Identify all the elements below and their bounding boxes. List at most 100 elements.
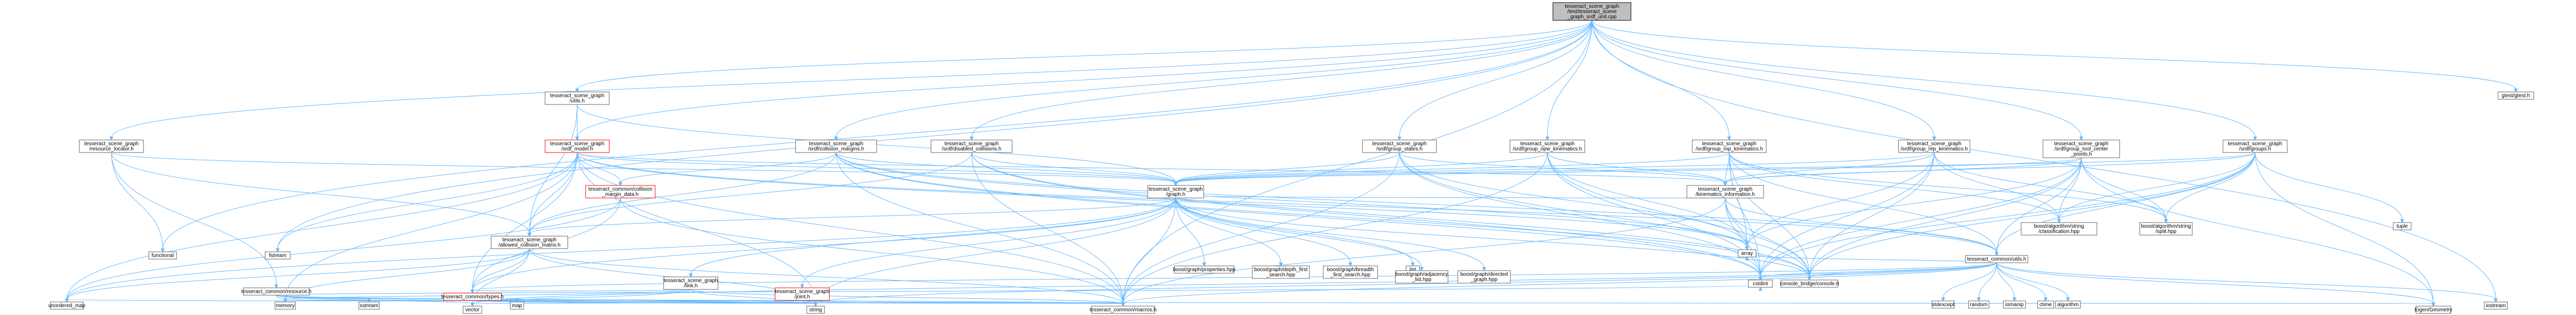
node-eigen[interactable]: Eigen/Geometry xyxy=(2415,306,2452,314)
node-label: /test/tesseract_scene xyxy=(1567,9,1617,15)
edge-cutils-iomanip xyxy=(1996,262,2017,302)
edge-kininfo-cstdint xyxy=(1724,197,1763,281)
node-box xyxy=(2037,300,2054,309)
node-ctypes[interactable]: tesseract_common/types.h xyxy=(441,293,504,301)
edge-graph-props xyxy=(1175,197,1207,267)
node-array[interactable]: array xyxy=(1738,249,1756,258)
node-gtest[interactable]: gtest/gtest.h xyxy=(2498,91,2534,100)
node-label: /utils.h xyxy=(570,98,585,104)
node-map[interactable]: map xyxy=(510,301,524,310)
node-graph[interactable]: tesseract_scene_graph/graph.h xyxy=(1147,185,1204,199)
node-algorithm[interactable]: algorithm xyxy=(2055,300,2081,309)
edge-root-gtest xyxy=(1591,20,2518,93)
node-label: tesseract_scene_graph xyxy=(1520,141,1575,147)
node-label: /srdf/group_states.h xyxy=(1376,146,1422,152)
edge-gopw-graph xyxy=(1174,152,1548,186)
node-label: unordered_map xyxy=(49,303,86,309)
node-label: tesseract_scene_graph xyxy=(809,141,863,147)
node-fstream[interactable]: fstream xyxy=(265,251,291,260)
edge-gtcp-console xyxy=(1807,157,2082,281)
node-box xyxy=(2020,222,2097,236)
edge-root-groups xyxy=(1591,20,2258,141)
node-label: Eigen/Geometry xyxy=(2415,307,2452,313)
node-random[interactable]: random xyxy=(1968,300,1990,309)
node-sstdexcept[interactable]: stdexcept xyxy=(1932,300,1955,309)
node-gopw[interactable]: tesseract_scene_graph/srdf/group_opw_kin… xyxy=(1509,139,1586,153)
node-joint[interactable]: tesseract_scene_graph/joint.h xyxy=(774,287,830,301)
node-sstream[interactable]: sstream xyxy=(358,301,380,310)
node-tuple[interactable]: tuple xyxy=(2393,222,2412,230)
node-srdfmodel[interactable]: tesseract_scene_graph/srdf_model.h xyxy=(545,139,610,153)
node-props[interactable]: boost/graph/properties.hpp xyxy=(1173,265,1236,274)
edge-root-fstream xyxy=(276,20,1592,253)
edge-cutils-ctime xyxy=(1996,262,2048,302)
node-box xyxy=(265,251,291,260)
node-umap[interactable]: unordered_map xyxy=(49,301,86,310)
edge-root-grep xyxy=(1591,20,1936,141)
node-label: algorithm xyxy=(2057,302,2078,308)
edge-groups-split xyxy=(2164,152,2255,224)
node-label: tesseract_scene_graph xyxy=(1698,186,1752,192)
node-split[interactable]: boost/algorithm/string/split.hpp xyxy=(2139,222,2193,236)
edge-grep-array xyxy=(1745,152,1935,251)
node-box xyxy=(2393,222,2412,230)
node-label: boost/algorithm/string xyxy=(2034,224,2084,229)
node-utils[interactable]: tesseract_scene_graph/utils.h xyxy=(545,91,610,105)
node-iostream[interactable]: iostream xyxy=(2484,301,2508,310)
node-directed[interactable]: boost/graph/directed_graph.hpp xyxy=(1457,270,1511,284)
node-cmdata[interactable]: tesseract_common/collision_margin_data.h xyxy=(585,185,656,199)
node-label: tesseract_common/macros.h xyxy=(1090,307,1156,313)
node-iomanip[interactable]: iomanip xyxy=(2003,300,2026,309)
node-gstates[interactable]: tesseract_scene_graph/srdf/group_states.… xyxy=(1362,139,1437,153)
node-resloc[interactable]: tesseract_scene_graph/resource_locator.h xyxy=(79,139,144,153)
edge-grop-array xyxy=(1729,152,1750,251)
node-dfs[interactable]: boost/graph/depth_first_search.hpp xyxy=(1252,265,1310,279)
node-root[interactable]: tesseract_scene_graph/test/tesseract_sce… xyxy=(1552,2,1632,21)
node-box xyxy=(930,139,1013,153)
node-disabled[interactable]: tesseract_scene_graph/srdf/disabled_coll… xyxy=(930,139,1013,153)
node-box xyxy=(2498,91,2534,100)
node-vector[interactable]: vector xyxy=(463,306,482,314)
node-memory[interactable]: memory xyxy=(275,301,296,310)
node-grep[interactable]: tesseract_scene_graph/srdf/group_rep_kin… xyxy=(1898,139,1970,153)
node-console[interactable]: console_bridge/console.h xyxy=(1780,279,1839,288)
node-cstdint[interactable]: cstdint xyxy=(1748,279,1773,288)
node-box xyxy=(1252,265,1310,279)
node-box xyxy=(1091,306,1155,314)
node-box xyxy=(2139,222,2193,236)
node-label: console_bridge/console.h xyxy=(1780,281,1839,287)
node-bfs[interactable]: boost/graph/breadth_first_search.hpp xyxy=(1322,265,1378,279)
node-cresource[interactable]: tesseract_common/resource.h xyxy=(241,287,312,296)
node-functional[interactable]: functional xyxy=(148,251,177,260)
node-label: list xyxy=(1410,267,1416,273)
edge-graph-link xyxy=(689,197,1176,278)
node-box xyxy=(1362,139,1437,153)
edge-cutils-algorithm xyxy=(1996,262,2070,302)
node-ctime[interactable]: ctime xyxy=(2037,300,2054,309)
node-groups[interactable]: tesseract_scene_graph/srdf/groups.h xyxy=(2223,139,2288,153)
edge-srdfmodel-cutils xyxy=(576,152,1999,256)
node-adjlist[interactable]: boost/graph/adjacency_list.hpp xyxy=(1395,270,1448,284)
node-cutils[interactable]: tesseract_common/utils.h xyxy=(1965,255,2028,263)
edge-root-srdfmodel xyxy=(575,20,1592,141)
edge-resloc-cresource xyxy=(111,152,279,289)
edge-utils-acm xyxy=(527,104,577,237)
edge-gstates-array xyxy=(1399,152,1750,251)
node-box xyxy=(1965,255,2028,263)
node-grop[interactable]: tesseract_scene_graph/srdf/group_rop_kin… xyxy=(1692,139,1767,153)
node-macros[interactable]: tesseract_common/macros.h xyxy=(1090,306,1156,314)
edge-cutils-array xyxy=(1745,254,1997,263)
node-classif[interactable]: boost/algorithm/string/classification.hp… xyxy=(2020,222,2097,236)
node-label: tesseract_scene_graph xyxy=(664,278,718,284)
node-acm[interactable]: tesseract_scene_graph/allowed_collision_… xyxy=(491,236,569,249)
node-link[interactable]: tesseract_scene_graph/link.h xyxy=(663,276,718,290)
edge-groups-tuple xyxy=(2254,152,2404,224)
edge-groups-cutils xyxy=(1994,152,2255,256)
node-kininfo[interactable]: tesseract_scene_graph/kinematics_informa… xyxy=(1686,185,1764,199)
node-string[interactable]: string xyxy=(806,306,825,314)
edge-graph-directed xyxy=(1175,197,1486,272)
node-box xyxy=(1738,249,1756,258)
node-box xyxy=(243,287,310,296)
node-collmargins[interactable]: tesseract_scene_graph/srdf/collision_mar… xyxy=(795,139,877,153)
node-gtcp[interactable]: tesseract_scene_graph/srdf/group_tool_ce… xyxy=(2042,139,2120,158)
